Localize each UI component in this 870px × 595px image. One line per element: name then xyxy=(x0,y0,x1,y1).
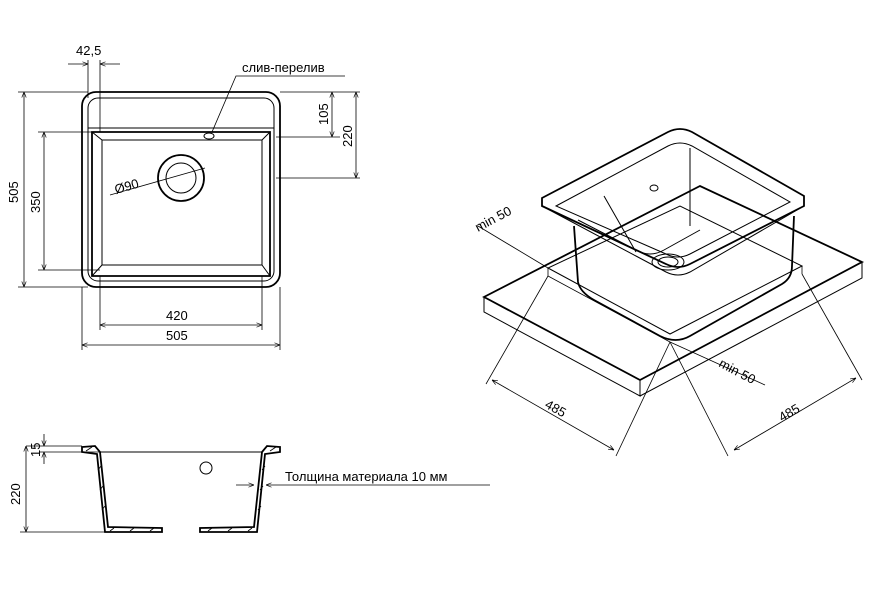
overflow-leader xyxy=(211,75,345,133)
bowl-rim-outer xyxy=(541,128,805,268)
dim-rim-offset: 42,5 xyxy=(76,43,101,58)
dim-side-height: 220 xyxy=(8,483,23,505)
side-overflow-hole xyxy=(199,461,213,475)
dim-total-width: 505 xyxy=(166,328,188,343)
dim-inner-height: 350 xyxy=(28,191,43,213)
countertop-side xyxy=(639,262,863,397)
iso-drain xyxy=(651,253,685,271)
overflow-hole xyxy=(203,132,215,140)
countertop-front xyxy=(483,297,641,397)
side-view: 15 220 Толщина материала 10 мм xyxy=(8,434,490,533)
drain-leader xyxy=(109,167,206,196)
isometric-view: min 50 min 50 485 485 xyxy=(472,128,865,457)
bowl-rim-edge xyxy=(541,205,805,276)
dim-min-right: min 50 xyxy=(717,355,759,387)
iso-drain-inner xyxy=(657,256,679,268)
countertop-top xyxy=(482,184,865,382)
dim-min-left: min 50 xyxy=(472,203,514,235)
drain-outer-circle xyxy=(157,154,205,202)
sink-bowl-inner xyxy=(101,139,263,266)
section-hatching xyxy=(85,446,277,532)
top-view: 42,5 слив-перелив 105 220 505 350 Ø90 42… xyxy=(6,43,360,350)
overflow-label: слив-перелив xyxy=(242,60,325,75)
dim-total-height: 505 xyxy=(6,181,21,203)
dim-cutout-right: 485 xyxy=(776,401,802,425)
dim-depth-220: 220 xyxy=(340,125,355,147)
sink-section-profile-right xyxy=(199,445,281,533)
bowl-inner-edges xyxy=(603,148,691,253)
sink-section-profile xyxy=(81,445,163,533)
dim-drain: Ø90 xyxy=(113,176,141,197)
dim-cutout-left: 485 xyxy=(543,397,569,421)
bowl-body xyxy=(573,215,795,341)
drain-inner-circle xyxy=(165,162,197,194)
iso-overflow-hole xyxy=(649,184,659,192)
bowl-rim-inner xyxy=(554,142,792,258)
sink-rim-inner-line xyxy=(87,97,275,282)
dim-rim: 15 xyxy=(28,443,43,457)
dim-inner-width: 420 xyxy=(166,308,188,323)
material-thickness-label: Толщина материала 10 мм xyxy=(285,469,448,484)
sink-outer-rim xyxy=(81,91,281,288)
dim-depth-105: 105 xyxy=(316,103,331,125)
sink-bowl-slope xyxy=(91,131,271,277)
sink-bowl-outline xyxy=(91,131,271,277)
